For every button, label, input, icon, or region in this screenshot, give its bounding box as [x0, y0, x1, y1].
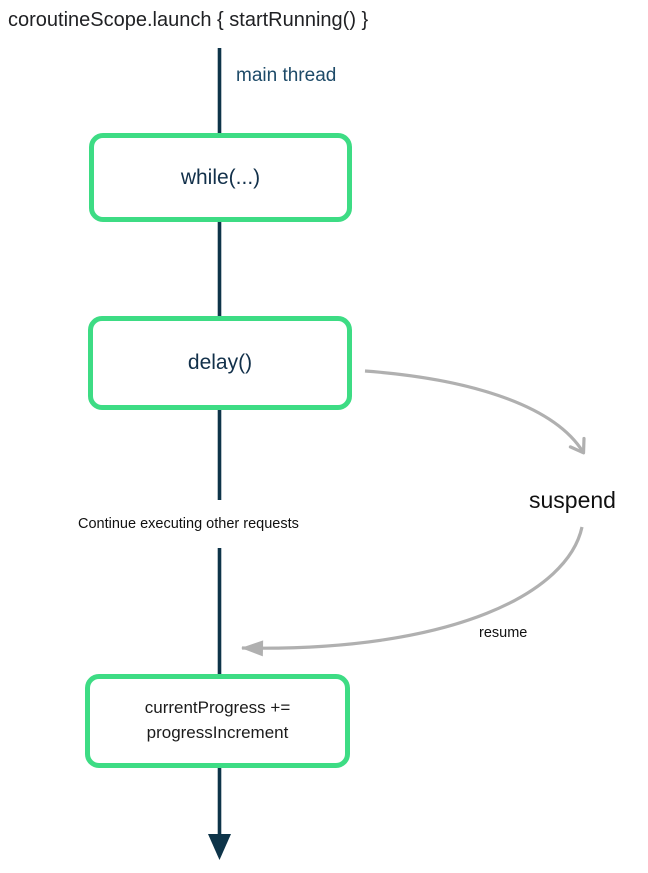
continue-executing-label: Continue executing other requests — [78, 516, 299, 532]
resume-arrow — [241, 526, 584, 657]
resume-label: resume — [479, 625, 528, 641]
progress-increment-box: currentProgress += progressIncrement — [85, 674, 350, 768]
delay-label: delay() — [187, 351, 253, 374]
progress-increment-label: currentProgress += progressIncrement — [144, 698, 291, 742]
code-caption: coroutineScope.launch { startRunning() } — [8, 9, 369, 31]
suspend-arrow — [364, 369, 586, 455]
main-thread-label: main thread — [236, 65, 337, 86]
while-loop-box: while(...) — [89, 133, 352, 222]
delay-box: delay() — [88, 316, 352, 410]
while-loop-label: while(...) — [180, 165, 261, 189]
down-arrowhead-icon — [208, 834, 231, 860]
suspend-label: suspend — [529, 487, 616, 513]
